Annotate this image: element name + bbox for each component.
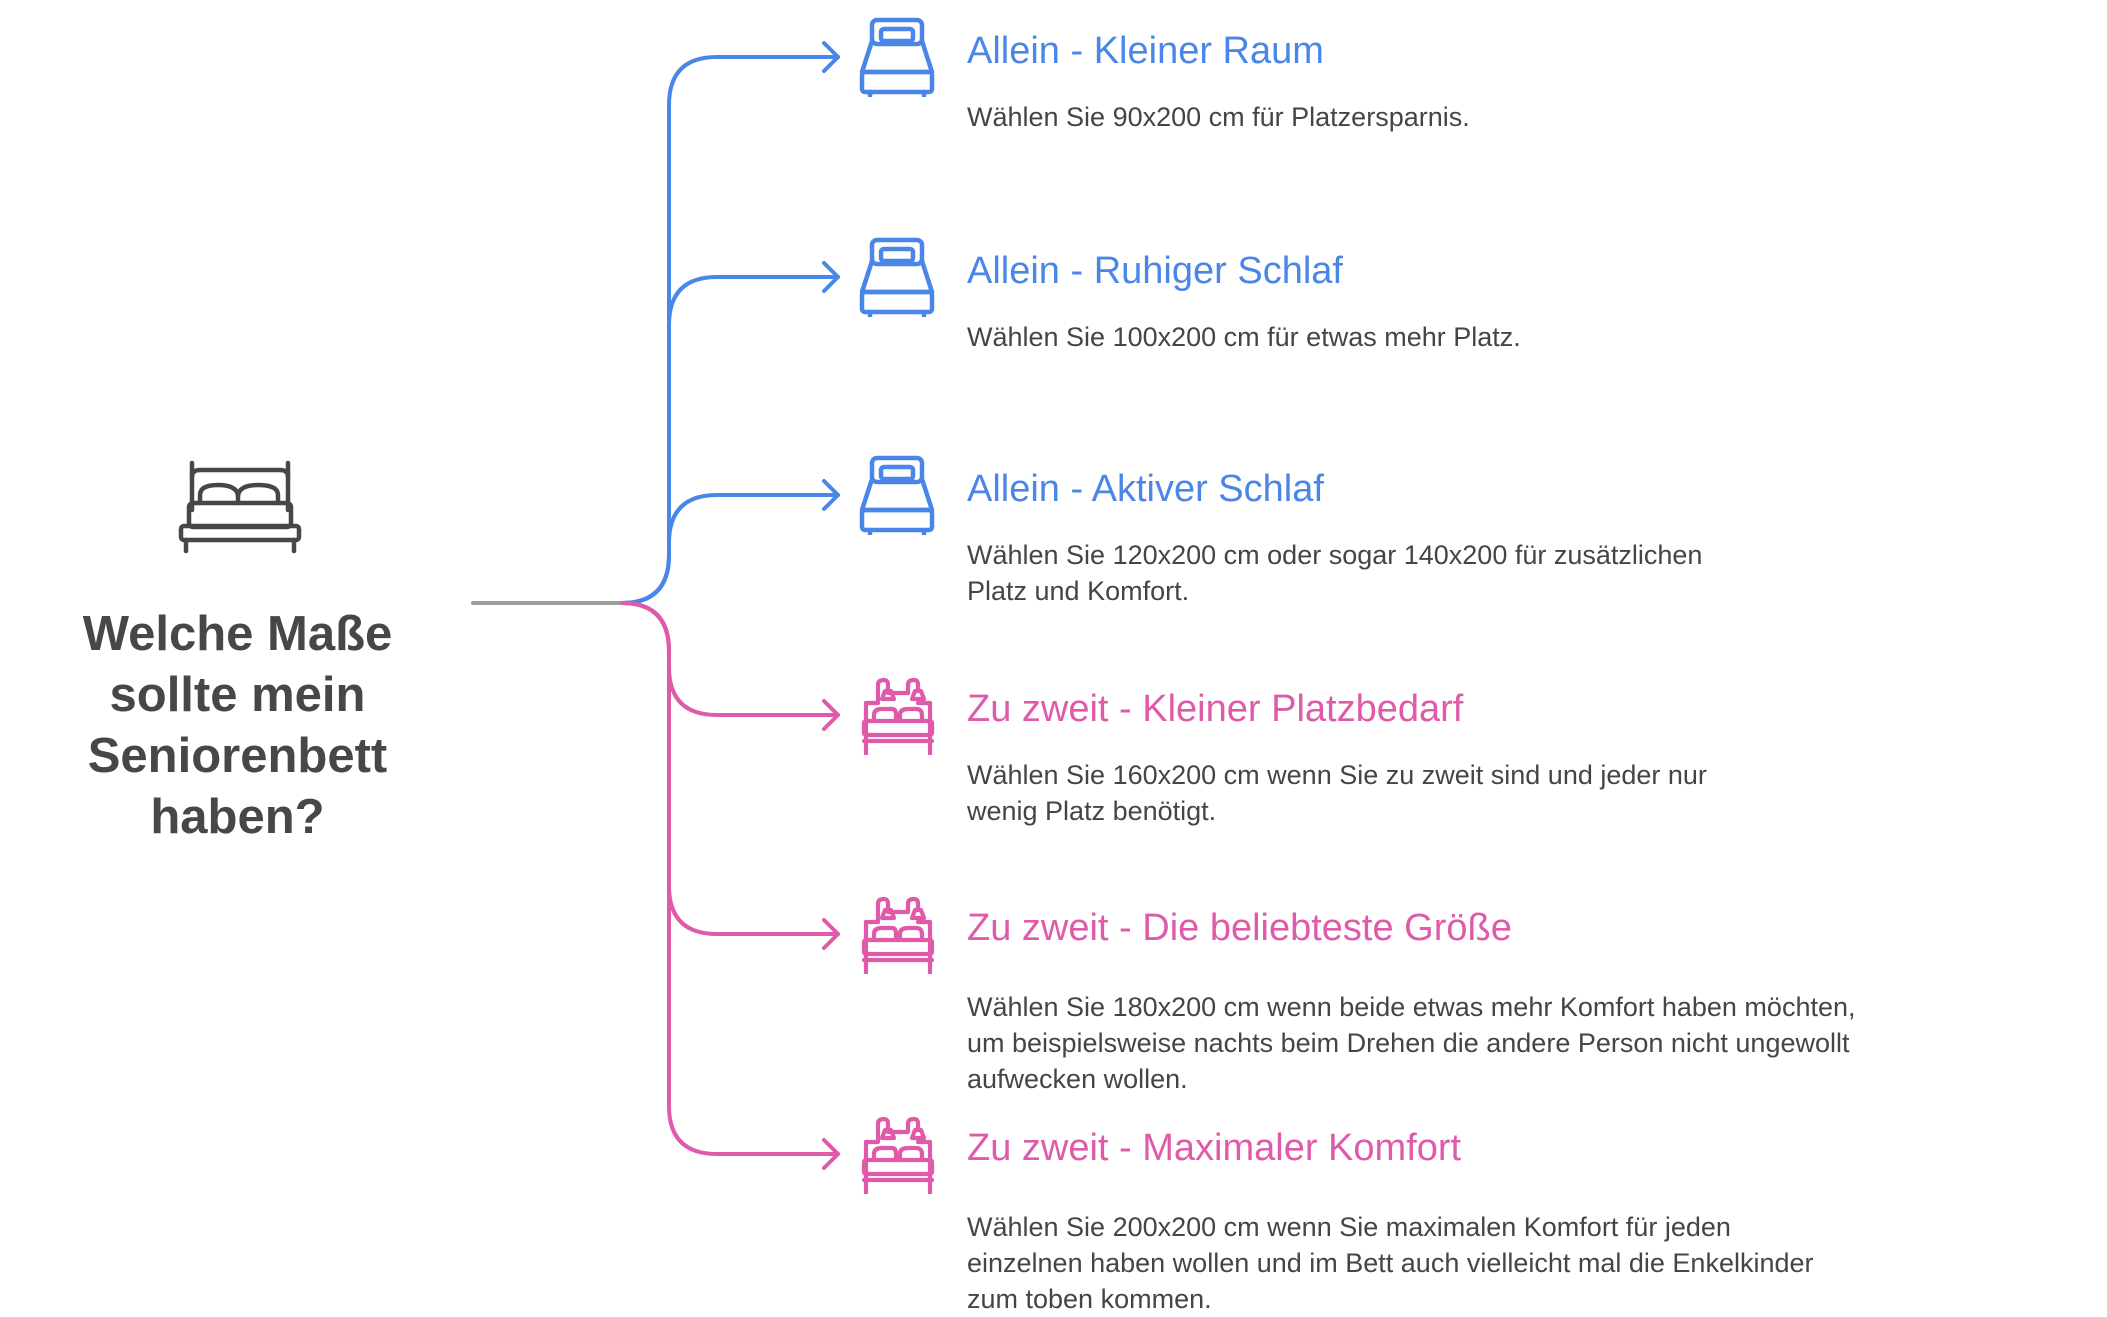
branch-title: Allein - Ruhiger Schlaf	[967, 250, 1343, 292]
arrowhead-icon	[822, 918, 840, 950]
single-bed-icon	[859, 237, 935, 317]
double-bed-icon	[178, 460, 302, 554]
branch-connector-2	[620, 275, 840, 605]
branch-title: Zu zweit - Kleiner Platzbedarf	[967, 688, 1464, 730]
branch-description: Wählen Sie 120x200 cm oder sogar 140x200…	[967, 540, 1703, 606]
double-bed-lamps-icon	[861, 677, 935, 755]
branch-description: Wählen Sie 100x200 cm für etwas mehr Pla…	[967, 322, 1521, 352]
branch-connector-5	[620, 601, 840, 936]
branch-title: Zu zweit - Maximaler Komfort	[967, 1127, 1462, 1169]
branch-connector-6	[620, 601, 840, 1156]
root-question-title: Welche Maße sollte mein Seniorenbett hab…	[82, 607, 393, 844]
branch-connector-3	[620, 493, 840, 605]
branch-title: Zu zweit - Die beliebteste Größe	[967, 907, 1512, 949]
double-bed-lamps-icon	[861, 896, 935, 974]
branch-connector-1	[620, 55, 840, 605]
branch-description: Wählen Sie 160x200 cm wenn Sie zu zweit …	[967, 760, 1707, 826]
branch-title: Allein - Aktiver Schlaf	[967, 468, 1324, 510]
branch-description: Wählen Sie 90x200 cm für Platzersparnis.	[967, 102, 1470, 132]
double-bed-lamps-icon	[861, 1116, 935, 1194]
single-bed-icon	[859, 17, 935, 97]
arrowhead-icon	[822, 261, 840, 293]
arrowhead-icon	[822, 479, 840, 511]
branch-connector-4	[620, 601, 840, 717]
arrowhead-icon	[822, 41, 840, 73]
branch-description: Wählen Sie 180x200 cm wenn beide etwas m…	[967, 992, 1856, 1094]
branch-description: Wählen Sie 200x200 cm wenn Sie maximalen…	[967, 1212, 1814, 1314]
arrowhead-icon	[822, 699, 840, 731]
single-bed-icon	[859, 455, 935, 535]
arrowhead-icon	[822, 1138, 840, 1170]
branch-title: Allein - Kleiner Raum	[967, 30, 1324, 72]
